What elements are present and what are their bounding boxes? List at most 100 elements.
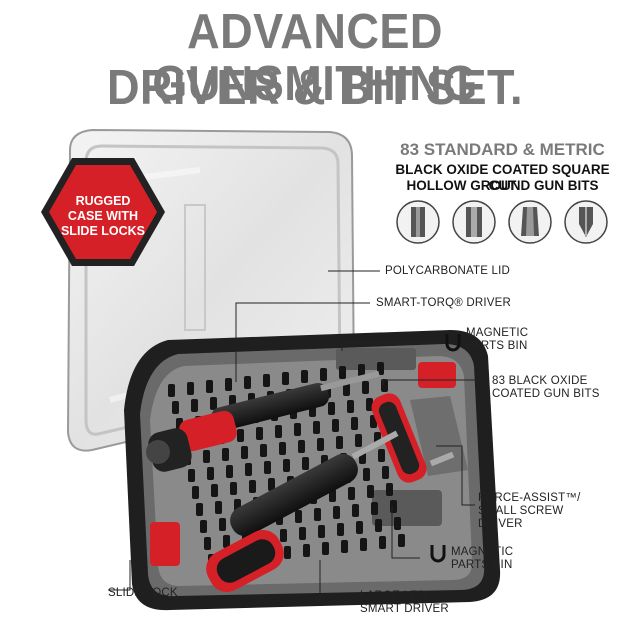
page-title-line2: DRIVER & BIT SET. <box>106 61 524 115</box>
phillips-bit-icon <box>564 200 608 244</box>
bit <box>382 466 389 479</box>
bit <box>371 502 378 515</box>
bit <box>211 484 218 497</box>
bit <box>378 449 385 462</box>
bit <box>337 523 344 536</box>
bit <box>375 519 382 532</box>
bit <box>210 397 217 410</box>
parts-bin-bottom <box>372 490 442 526</box>
bit <box>230 482 237 495</box>
led-driver-graphic <box>206 430 399 592</box>
bit <box>394 517 401 530</box>
bit <box>222 448 229 461</box>
bit <box>363 468 370 481</box>
bit <box>192 486 199 499</box>
bit <box>358 364 365 377</box>
bit <box>336 436 343 449</box>
bit <box>264 461 271 474</box>
bit <box>295 510 302 523</box>
bit <box>352 504 359 517</box>
bit <box>356 521 363 534</box>
bit <box>317 438 324 451</box>
bit <box>347 400 354 413</box>
bit <box>333 506 340 519</box>
bit <box>360 538 367 551</box>
callout-lid: POLYCARBONATE LID <box>385 265 511 277</box>
bit <box>298 440 305 453</box>
bit <box>314 508 321 521</box>
callout-force-assist: FORCE-ASSIST™/ SMALL SCREW DRIVER <box>478 492 581 530</box>
bit <box>260 444 267 457</box>
callout-led-driver: LARGE LED SMART DRIVER <box>360 590 449 615</box>
bit <box>188 469 195 482</box>
bits-heading-line1: 83 STANDARD & METRIC <box>400 140 605 159</box>
bit <box>268 478 275 491</box>
bit <box>187 382 194 395</box>
bit <box>341 540 348 553</box>
bit <box>377 362 384 375</box>
bit <box>313 421 320 434</box>
bit <box>203 450 210 463</box>
bit <box>343 383 350 396</box>
bit <box>366 398 373 411</box>
bits-heading-line3: HOLLOW GROUND GUN BITS <box>406 178 599 193</box>
bit <box>367 485 374 498</box>
bit-icons <box>396 200 608 244</box>
bit <box>398 534 405 547</box>
callout-parts-bin-top: MAGNETIC PARTS BIN <box>466 327 529 352</box>
bit <box>226 465 233 478</box>
smart-torq-driver-graphic <box>146 370 380 472</box>
bit <box>299 527 306 540</box>
bit <box>283 459 290 472</box>
magnet-icon <box>445 334 461 352</box>
magnet-icon <box>430 545 446 563</box>
bits-heading-line2: BLACK OXIDE COATED SQUARE CUT <box>395 162 610 193</box>
force-assist-driver-graphic <box>371 393 455 483</box>
bit <box>237 429 244 442</box>
bit <box>204 537 211 550</box>
callout-driver: SMART-TORQ® DRIVER <box>376 297 511 309</box>
hex-bit-icon <box>452 200 496 244</box>
flat-bit-icon <box>396 200 440 244</box>
bit <box>200 520 207 533</box>
bit <box>351 417 358 430</box>
parts-bin-top <box>336 348 416 370</box>
bit <box>191 399 198 412</box>
bit <box>249 480 256 493</box>
slide-lock-right <box>418 362 456 388</box>
bit <box>339 366 346 379</box>
bit <box>172 401 179 414</box>
bit <box>332 419 339 432</box>
slotted-bit-icon <box>508 200 552 244</box>
bit <box>241 446 248 459</box>
bit <box>168 384 175 397</box>
bit <box>282 372 289 385</box>
bit <box>320 368 327 381</box>
bit <box>275 425 282 438</box>
bit <box>207 467 214 480</box>
bit <box>245 463 252 476</box>
callout-parts-bin-bottom: MAGNETIC PARTS BIN <box>451 546 514 571</box>
bit <box>280 529 287 542</box>
bit <box>390 500 397 513</box>
rugged-case-badge <box>41 158 165 266</box>
bit <box>294 423 301 436</box>
bit <box>386 483 393 496</box>
bit <box>381 379 388 392</box>
bit <box>244 376 251 389</box>
bit <box>223 535 230 548</box>
bit <box>318 525 325 538</box>
bit <box>196 503 203 516</box>
bit <box>279 442 286 455</box>
slide-lock-left <box>150 522 180 566</box>
callout-slide-lock: SLIDE LOCK <box>108 587 178 599</box>
page-title-line1: ADVANCED GUNSMITHING <box>152 5 478 111</box>
bit <box>263 374 270 387</box>
bit <box>322 542 329 555</box>
bit <box>328 402 335 415</box>
bit <box>362 381 369 394</box>
bit <box>256 427 263 440</box>
bit <box>225 378 232 391</box>
bit <box>219 518 226 531</box>
